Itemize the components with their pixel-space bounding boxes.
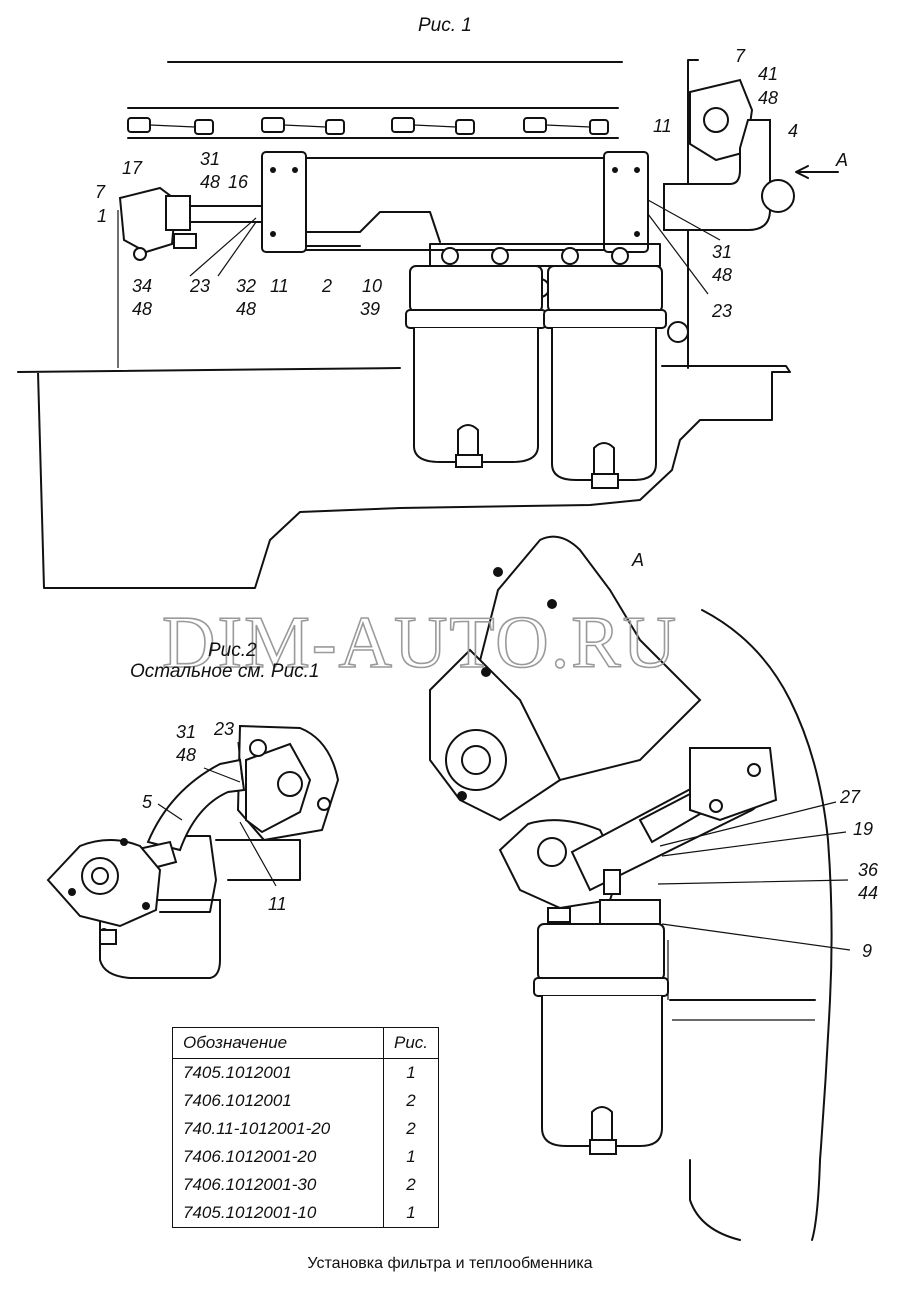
table-cell-designation: 7405.1012001 bbox=[172, 1058, 384, 1087]
table-cell-figure: 2 bbox=[382, 1115, 440, 1143]
callout: 48 bbox=[200, 172, 220, 192]
callout: 44 bbox=[858, 883, 878, 903]
table-cell-figure: 1 bbox=[382, 1058, 440, 1087]
table-header-row: Обозначение Рис. bbox=[172, 1027, 440, 1059]
view-a-arrow bbox=[795, 165, 839, 179]
table-row: 740.11-1012001-20 2 bbox=[172, 1115, 440, 1143]
callout: 31 bbox=[712, 242, 732, 262]
callout: 23 bbox=[213, 719, 234, 739]
callout: 32 bbox=[236, 276, 256, 296]
view-a-callouts: 27 19 36 44 9 bbox=[839, 787, 879, 961]
callout: 11 bbox=[653, 116, 672, 136]
figure-1: Рис. 1 bbox=[17, 15, 848, 589]
heat-exchanger bbox=[261, 151, 649, 253]
callout: 48 bbox=[236, 299, 256, 319]
callout: 48 bbox=[758, 88, 778, 108]
figure-1-title: Рис. 1 bbox=[418, 15, 472, 36]
figure-1-callouts: 7 41 48 4 11 31 48 17 7 1 16 23 34 48 32… bbox=[95, 46, 848, 321]
table-cell-designation: 7406.1012001-20 bbox=[172, 1143, 384, 1171]
callout: 11 bbox=[270, 276, 289, 296]
page-caption: Установка фильтра и теплообменника bbox=[307, 1255, 593, 1272]
table-cell-designation: 7406.1012001-30 bbox=[172, 1171, 384, 1199]
view-a: A 27 19 36 44 bbox=[429, 535, 879, 1241]
view-a-label: A bbox=[631, 550, 644, 570]
table-row: 7406.1012001-30 2 bbox=[172, 1171, 440, 1199]
callout: 17 bbox=[122, 158, 143, 178]
callout: 39 bbox=[360, 299, 380, 319]
callout: 10 bbox=[362, 276, 382, 296]
filter-head bbox=[429, 243, 661, 267]
table-row: 7406.1012001-20 1 bbox=[172, 1143, 440, 1171]
column-header: Обозначение bbox=[172, 1027, 384, 1059]
callout: 36 bbox=[858, 860, 879, 880]
table-cell-designation: 7406.1012001 bbox=[172, 1087, 384, 1115]
table-cell-figure: 2 bbox=[382, 1087, 440, 1115]
callout: 5 bbox=[142, 792, 153, 812]
column-header: Рис. bbox=[382, 1027, 440, 1059]
callout: 31 bbox=[176, 722, 196, 742]
callout: 7 bbox=[735, 46, 746, 66]
callout: 41 bbox=[758, 64, 778, 84]
callout: 48 bbox=[176, 745, 196, 765]
table-cell-figure: 2 bbox=[382, 1171, 440, 1199]
table-cell-figure: 1 bbox=[382, 1199, 440, 1228]
callout: 11 bbox=[268, 894, 287, 914]
callout: 7 bbox=[95, 182, 106, 202]
table-row: 7405.1012001-10 1 bbox=[172, 1199, 440, 1228]
callout: 34 bbox=[132, 276, 152, 296]
callout: 27 bbox=[839, 787, 861, 807]
figure-2: Рис.2 Остальное см. Рис.1 31 48 23 5 11 bbox=[46, 640, 340, 979]
filter-canister-left bbox=[405, 265, 547, 468]
callout: 1 bbox=[97, 206, 107, 226]
table-row: 7405.1012001 1 bbox=[172, 1058, 440, 1087]
filter-canister-right bbox=[543, 265, 667, 489]
callout: 48 bbox=[132, 299, 152, 319]
callout: 48 bbox=[712, 265, 732, 285]
figure-2-title: Рис.2 bbox=[208, 640, 257, 661]
callout: 31 bbox=[200, 149, 220, 169]
callout: 4 bbox=[788, 121, 798, 141]
fitting-17 bbox=[118, 186, 197, 261]
table-row: 7406.1012001 2 bbox=[172, 1087, 440, 1115]
table-cell-figure: 1 bbox=[382, 1143, 440, 1171]
callout: 19 bbox=[853, 819, 873, 839]
callout: 16 bbox=[228, 172, 249, 192]
table-cell-designation: 740.11-1012001-20 bbox=[172, 1115, 384, 1143]
figure-2-callouts: 31 48 23 5 11 bbox=[142, 719, 287, 914]
table-cell-designation: 7405.1012001-10 bbox=[172, 1199, 384, 1228]
callout: 2 bbox=[321, 276, 332, 296]
callout: 23 bbox=[189, 276, 210, 296]
watermark: DIM-AUTO.RU bbox=[162, 602, 678, 684]
injector-rail bbox=[127, 107, 619, 139]
oil-pan-outline bbox=[17, 365, 791, 589]
callout: 23 bbox=[711, 301, 732, 321]
callout: A bbox=[835, 150, 848, 170]
tube-2 bbox=[305, 211, 441, 247]
figure-2-note: Остальное см. Рис.1 bbox=[130, 661, 320, 682]
parts-table: Обозначение Рис. 7405.1012001 1 7406.101… bbox=[172, 1027, 440, 1228]
callout: 9 bbox=[862, 941, 872, 961]
pipe-4 bbox=[663, 59, 795, 369]
tube-16 bbox=[177, 205, 263, 223]
